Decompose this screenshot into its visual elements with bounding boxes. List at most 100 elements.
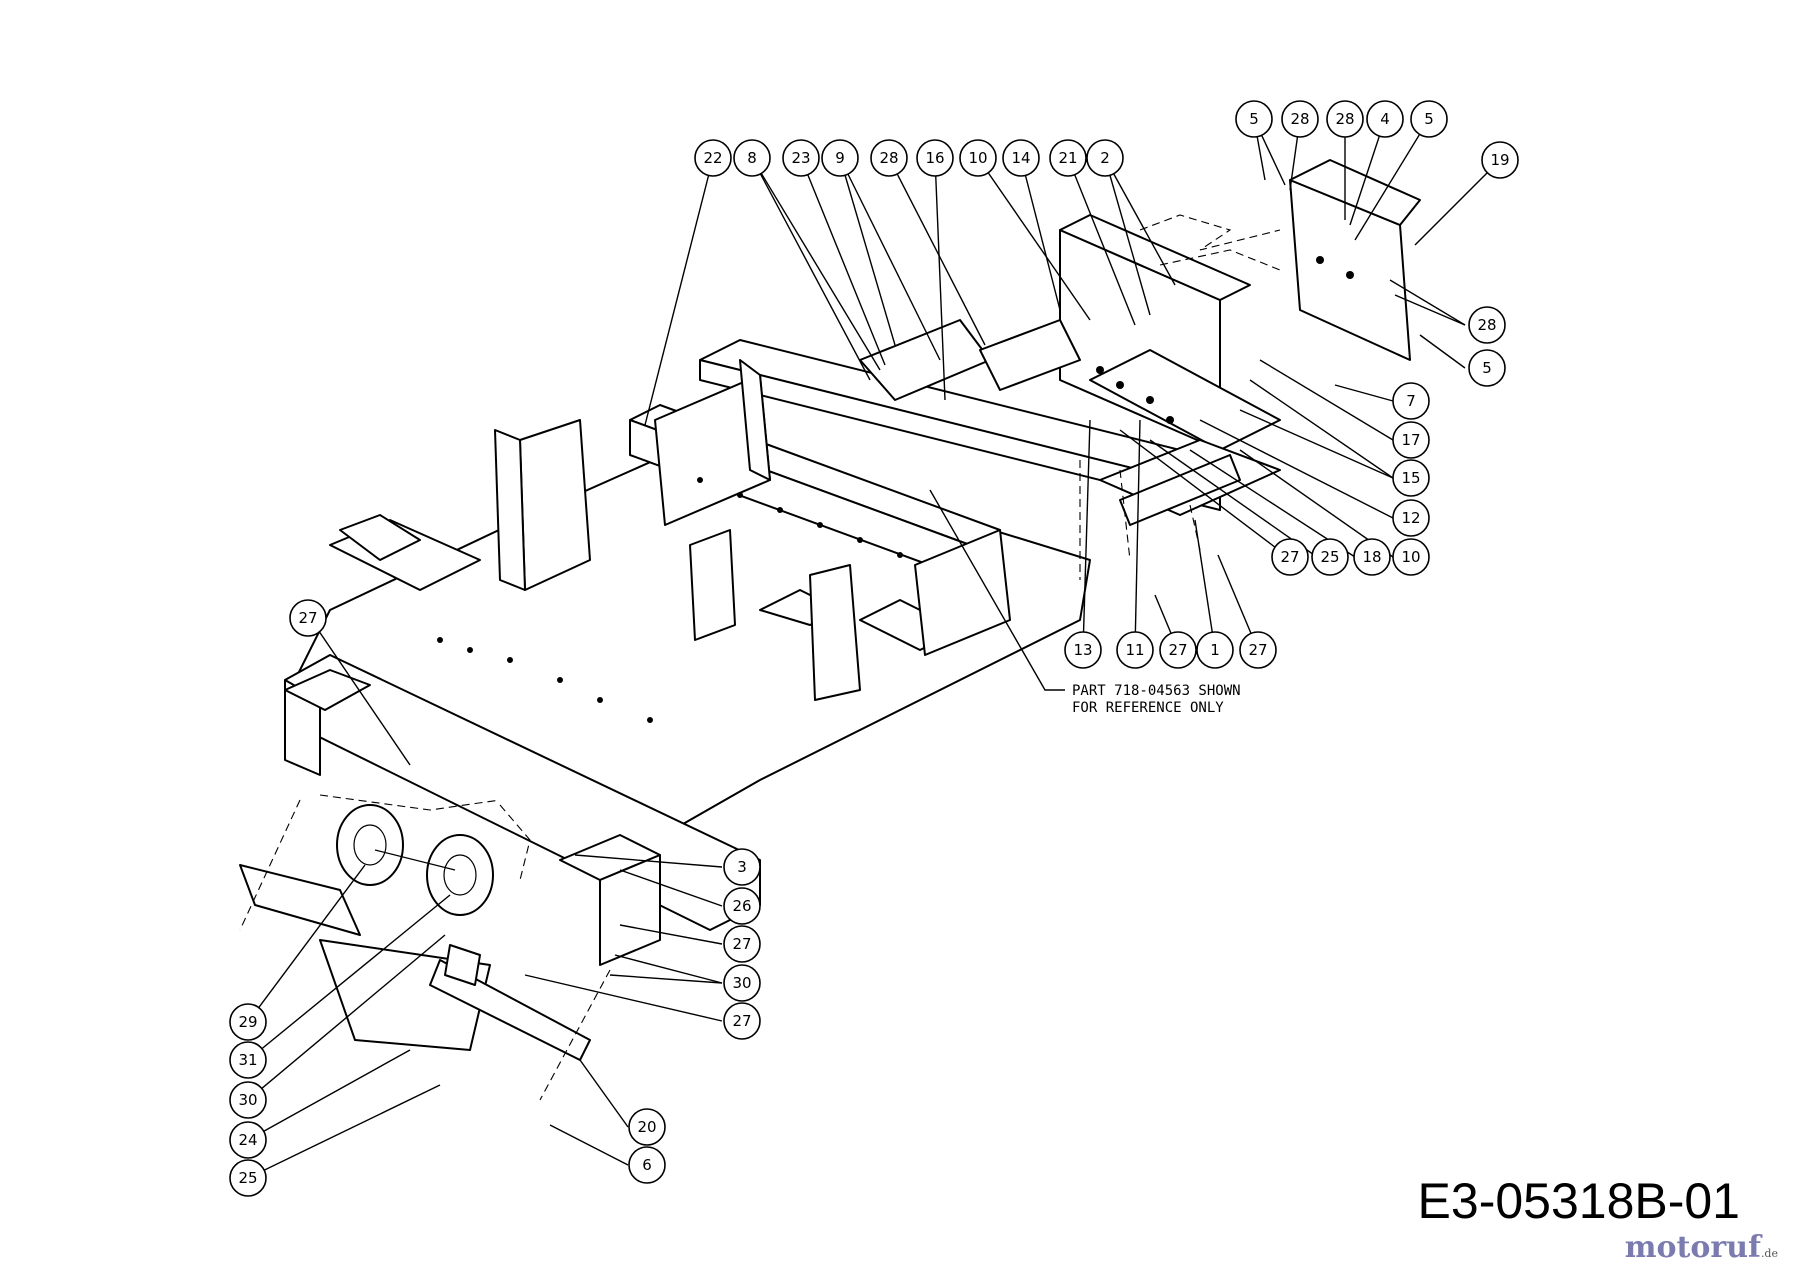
callout-29[interactable]: 29 — [229, 1003, 267, 1041]
svg-text:25: 25 — [238, 1169, 257, 1187]
svg-text:27: 27 — [1168, 641, 1187, 659]
callout-5[interactable]: 5 — [1468, 349, 1506, 387]
svg-text:10: 10 — [1401, 548, 1420, 566]
svg-text:18: 18 — [1362, 548, 1381, 566]
svg-text:31: 31 — [238, 1051, 257, 1069]
callout-30[interactable]: 30 — [723, 964, 761, 1002]
svg-text:16: 16 — [925, 149, 944, 167]
main-frame — [284, 159, 1421, 966]
svg-text:27: 27 — [298, 609, 317, 627]
callout-28[interactable]: 28 — [1468, 306, 1506, 344]
callout-10[interactable]: 10 — [959, 139, 997, 177]
callout-24[interactable]: 24 — [229, 1121, 267, 1159]
svg-text:29: 29 — [238, 1013, 257, 1031]
callout-17[interactable]: 17 — [1392, 421, 1430, 459]
callout-27[interactable]: 27 — [723, 1002, 761, 1040]
svg-text:27: 27 — [1280, 548, 1299, 566]
brand-name: motoruf — [1624, 1230, 1761, 1265]
callout-20[interactable]: 20 — [628, 1108, 666, 1146]
svg-text:13: 13 — [1073, 641, 1092, 659]
callout-4[interactable]: 4 — [1366, 100, 1404, 138]
callout-9[interactable]: 9 — [821, 139, 859, 177]
callout-22[interactable]: 22 — [694, 139, 732, 177]
callout-6[interactable]: 6 — [628, 1146, 666, 1184]
callout-2[interactable]: 2 — [1086, 139, 1124, 177]
callout-27[interactable]: 27 — [289, 599, 327, 637]
svg-text:20: 20 — [637, 1118, 656, 1136]
leader-lines — [247, 118, 1501, 1179]
hidden-lines — [239, 214, 1281, 1101]
callout-26[interactable]: 26 — [723, 887, 761, 925]
svg-text:3: 3 — [737, 858, 747, 876]
callouts: 22 8 23 9 28 16 10 14 21 2 5 28 28 4 5 1… — [229, 100, 1519, 1197]
callout-23[interactable]: 23 — [782, 139, 820, 177]
brand-suffix: .de — [1760, 1247, 1778, 1260]
note-line-2: FOR REFERENCE ONLY — [1072, 700, 1224, 716]
callout-16[interactable]: 16 — [916, 139, 954, 177]
callout-8[interactable]: 8 — [733, 139, 771, 177]
callout-28[interactable]: 28 — [870, 139, 908, 177]
svg-text:22: 22 — [703, 149, 722, 167]
callout-27[interactable]: 27 — [723, 925, 761, 963]
svg-text:7: 7 — [1406, 392, 1416, 410]
callout-5[interactable]: 5 — [1235, 100, 1273, 138]
svg-text:10: 10 — [968, 149, 987, 167]
svg-text:15: 15 — [1401, 469, 1420, 487]
brand-watermark: motoruf.de — [1625, 1230, 1778, 1265]
svg-text:30: 30 — [732, 974, 751, 992]
svg-text:5: 5 — [1249, 110, 1259, 128]
svg-text:28: 28 — [1477, 316, 1496, 334]
svg-text:28: 28 — [1335, 110, 1354, 128]
callout-25[interactable]: 25 — [1311, 538, 1349, 576]
svg-text:28: 28 — [1290, 110, 1309, 128]
svg-text:4: 4 — [1380, 110, 1390, 128]
svg-text:23: 23 — [791, 149, 810, 167]
svg-text:27: 27 — [732, 1012, 751, 1030]
reference-note: PART 718-04563 SHOWN FOR REFERENCE ONLY — [1072, 683, 1241, 717]
note-line-1: PART 718-04563 SHOWN — [1072, 683, 1241, 699]
callout-27[interactable]: 27 — [1159, 631, 1197, 669]
svg-text:26: 26 — [732, 897, 751, 915]
callout-13[interactable]: 13 — [1064, 631, 1102, 669]
callout-5[interactable]: 5 — [1410, 100, 1448, 138]
svg-text:17: 17 — [1401, 431, 1420, 449]
svg-text:27: 27 — [1248, 641, 1267, 659]
frame-holes — [437, 256, 1354, 723]
callout-25[interactable]: 25 — [229, 1159, 267, 1197]
callout-11[interactable]: 11 — [1116, 631, 1154, 669]
svg-text:9: 9 — [835, 149, 845, 167]
callout-18[interactable]: 18 — [1353, 538, 1391, 576]
callout-31[interactable]: 31 — [229, 1041, 267, 1079]
svg-text:25: 25 — [1320, 548, 1339, 566]
svg-text:5: 5 — [1482, 359, 1492, 377]
drawing-number: E3-05318B-01 — [1417, 1173, 1740, 1229]
callout-28[interactable]: 28 — [1326, 100, 1364, 138]
callout-7[interactable]: 7 — [1392, 382, 1430, 420]
callout-1[interactable]: 1 — [1196, 631, 1234, 669]
callout-27[interactable]: 27 — [1271, 538, 1309, 576]
callout-19[interactable]: 19 — [1481, 141, 1519, 179]
callout-30[interactable]: 30 — [229, 1081, 267, 1119]
callout-12[interactable]: 12 — [1392, 499, 1430, 537]
svg-text:21: 21 — [1058, 149, 1077, 167]
callout-14[interactable]: 14 — [1002, 139, 1040, 177]
svg-text:14: 14 — [1011, 149, 1030, 167]
callout-10[interactable]: 10 — [1392, 538, 1430, 576]
svg-text:30: 30 — [238, 1091, 257, 1109]
pulley-assembly — [239, 804, 591, 1061]
callout-21[interactable]: 21 — [1049, 139, 1087, 177]
svg-text:12: 12 — [1401, 509, 1420, 527]
svg-text:27: 27 — [732, 935, 751, 953]
svg-text:2: 2 — [1100, 149, 1110, 167]
svg-text:6: 6 — [642, 1156, 652, 1174]
callout-15[interactable]: 15 — [1392, 459, 1430, 497]
svg-text:24: 24 — [238, 1131, 257, 1149]
svg-text:11: 11 — [1125, 641, 1144, 659]
callout-3[interactable]: 3 — [723, 848, 761, 886]
callout-28[interactable]: 28 — [1281, 100, 1319, 138]
svg-text:5: 5 — [1424, 110, 1434, 128]
svg-text:8: 8 — [747, 149, 757, 167]
svg-text:28: 28 — [879, 149, 898, 167]
callout-27[interactable]: 27 — [1239, 631, 1277, 669]
